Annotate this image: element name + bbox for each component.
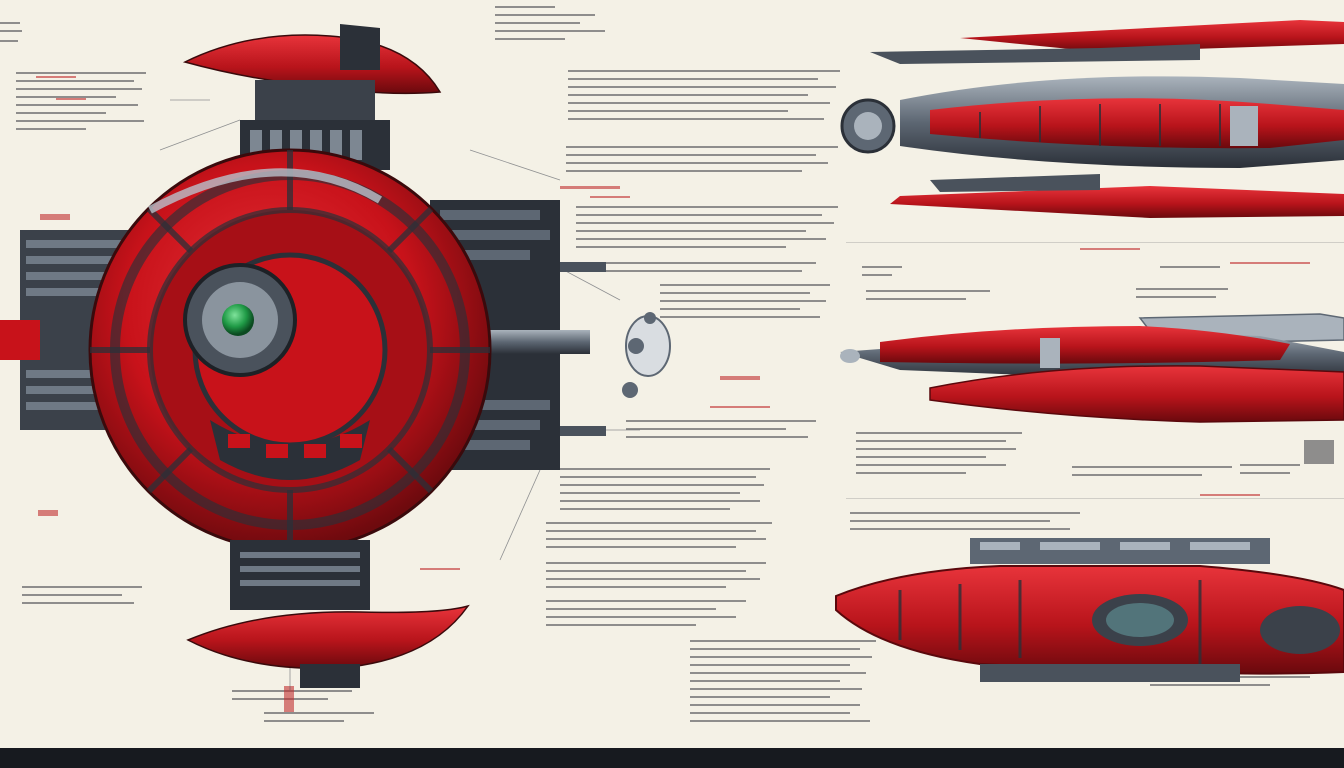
ship-round-station bbox=[0, 24, 671, 688]
red-annotation-accents bbox=[36, 76, 1310, 762]
annotation-text-blocks bbox=[0, 6, 1344, 722]
footer-strip bbox=[0, 748, 1344, 768]
ship-long-cruiser bbox=[840, 20, 1344, 218]
ship-heavy-frigate bbox=[835, 538, 1344, 682]
callout-leader-lines bbox=[159, 99, 640, 690]
ship-sleek-fighter bbox=[840, 313, 1344, 423]
